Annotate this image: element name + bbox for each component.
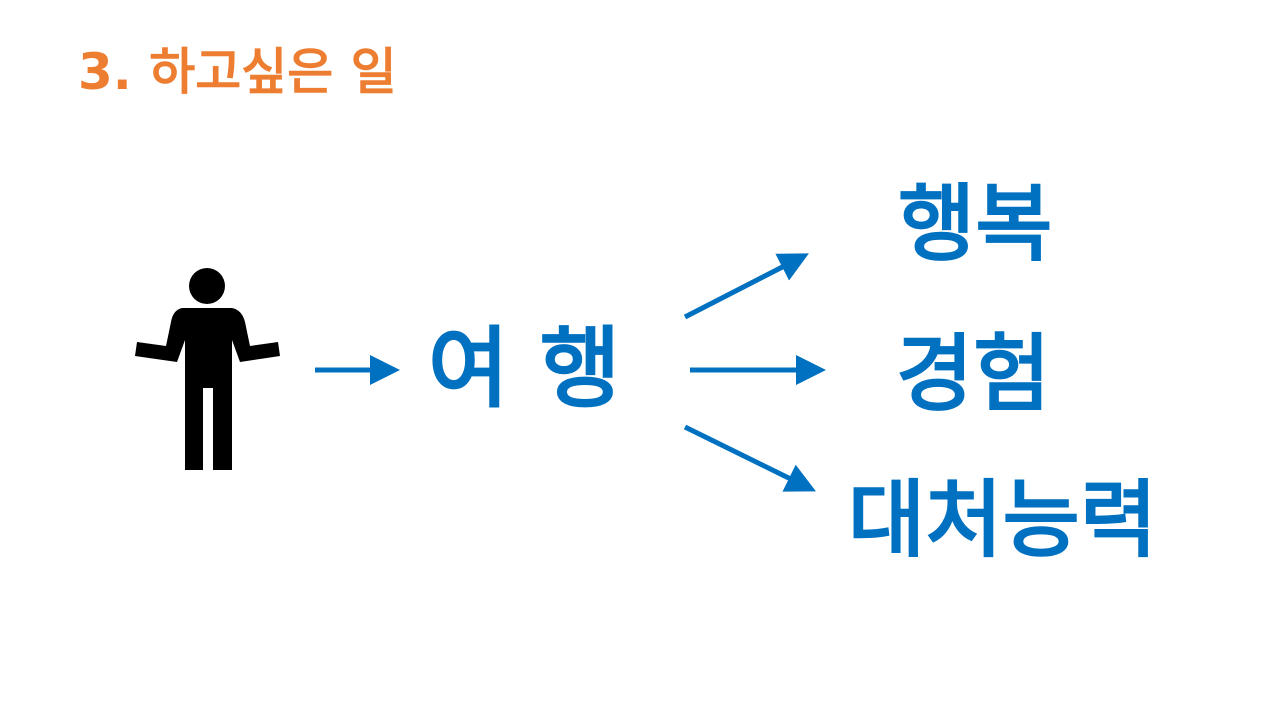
arrow-to-coping (683, 424, 816, 492)
outcome-coping-ability: 대처능력 (848, 471, 1158, 569)
slide-title: 3. 하고싶은 일 (78, 43, 397, 101)
outcome-happiness: 행복 (898, 175, 1053, 273)
arrow-to-happiness (683, 253, 809, 320)
center-word-travel: 여 행 (428, 317, 621, 420)
person-shrug-icon (135, 268, 280, 470)
outcome-experience: 경험 (896, 325, 1051, 423)
